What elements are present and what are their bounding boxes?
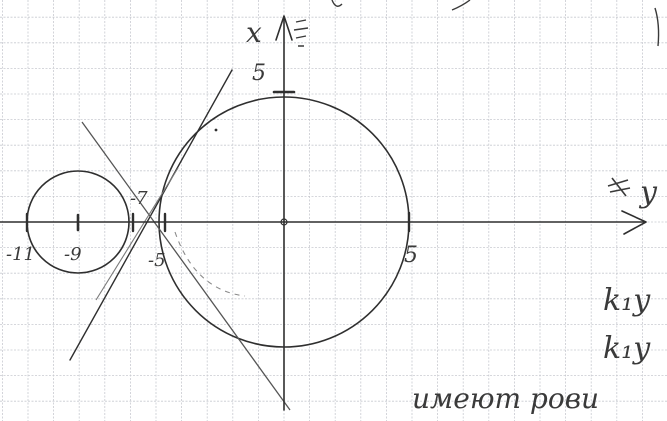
crossed-out-scribble-top [293,19,309,47]
cropped-stroke-b [451,0,471,11]
tick-label-minus-7: -7 [130,188,148,209]
cropped-stroke-a [331,0,343,7]
dashed-arc [174,231,246,297]
tangent-line-pencil [95,167,179,301]
tangent-line-steep [69,69,233,361]
margin-note-k1y-bottom: k₁y [603,331,651,366]
cropped-stroke-c [654,7,660,47]
horizontal-axis-label: y [638,175,658,210]
tick-label-minus-11: -11 [6,244,35,265]
margin-note-k1y-top: k₁y [603,283,651,318]
tick-label-top-5: 5 [252,61,266,86]
horizontal-axis-arrowhead [621,210,647,235]
crossed-out-scribble-right [607,177,631,197]
vertical-axis-label: x [246,16,262,49]
vertical-axis-arrowhead [275,15,293,41]
tangent-line-down [81,121,291,411]
stray-dot [214,128,218,132]
origin-dot [280,218,288,226]
tick-label-plus-5: 5 [404,243,418,268]
margin-note-bottom: имеют рови [412,382,599,415]
tick-label-minus-5: -5 [148,250,166,271]
tick-label-minus-9: -9 [64,244,82,265]
tick-marks [25,90,411,233]
